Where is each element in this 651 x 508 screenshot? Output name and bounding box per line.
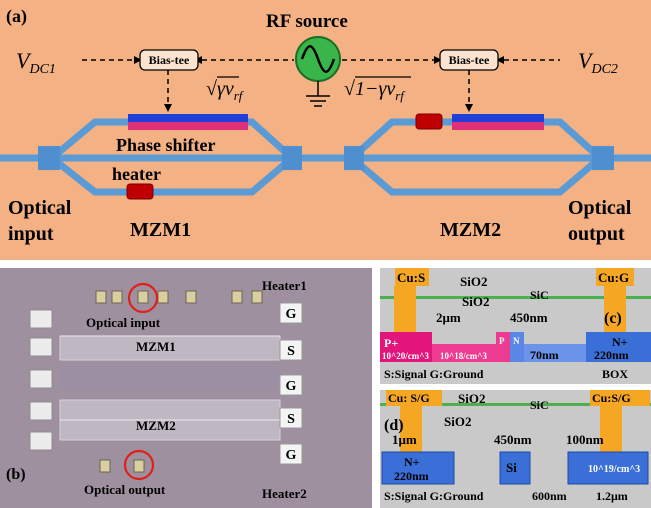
panel-d-n-plus: N+ <box>404 455 420 469</box>
panel-d-conc: 10^19/cm^3 <box>588 464 640 475</box>
panel-c-sio2-top: SiO2 <box>460 274 487 289</box>
heater-mzm2 <box>415 113 443 130</box>
coupler-input <box>38 146 60 170</box>
coupler-mzm2-in <box>344 146 364 170</box>
panel-c-cross-section: Cu:S Cu:G SiO2 SiC SiO2 2μm 450nm P+ 10^… <box>380 268 651 384</box>
mzm1-photo-label: MZM1 <box>136 339 176 354</box>
panel-c-cu-right: Cu:G <box>598 270 629 285</box>
panel-c-p-conc: 10^18/cm^3 <box>440 351 487 361</box>
bias-tee-left-label: Bias-tee <box>149 53 190 67</box>
bias-tee-left <box>139 49 199 71</box>
bias-tee-right-label: Bias-tee <box>449 53 490 67</box>
amplitude-right-label: √1−γvrf <box>344 78 406 103</box>
heater-mzm1 <box>126 183 154 200</box>
panel-c-label: (c) <box>604 310 622 327</box>
mzm2-label: MZM2 <box>440 219 501 241</box>
heater1-label: Heater1 <box>262 278 307 293</box>
panel-d-cu-left: Cu: S/G <box>388 391 430 405</box>
optical-input-label-line2: input <box>8 223 54 245</box>
optical-output-photo-label: Optical output <box>84 482 166 497</box>
bias-tee-right <box>439 49 499 71</box>
panel-a-label: (a) <box>6 6 27 27</box>
panel-d-cross-section: Cu: S/G Cu:S/G SiO2 SiC SiO2 1μm 450nm 1… <box>380 390 651 508</box>
optical-input-photo-label: Optical input <box>86 315 161 330</box>
panel-c-sic: SiC <box>530 288 549 302</box>
phase-shifter-mzm2 <box>452 114 544 130</box>
amplitude-left-label: √γvrf <box>206 78 245 103</box>
panel-c-cu-left: Cu:S <box>397 270 425 285</box>
panel-d-dim-100nm: 100nm <box>566 432 604 447</box>
panel-c-n: N <box>513 336 520 346</box>
phase-shifter-mzm1 <box>128 114 248 130</box>
heater2-label: Heater2 <box>262 486 307 501</box>
panel-d-sio2-top: SiO2 <box>458 391 485 406</box>
panel-d-label: (d) <box>384 417 404 434</box>
optical-output-label-line2: output <box>568 223 625 245</box>
panel-c-p: P <box>499 336 505 346</box>
optical-output-marker <box>123 449 155 481</box>
coupler-mzm1-out <box>282 146 302 170</box>
coupler-output <box>592 146 614 170</box>
panel-c-legend: S:Signal G:Ground <box>384 367 484 381</box>
panel-c-dim-70nm: 70nm <box>530 348 559 362</box>
panel-d-legend: S:Signal G:Ground <box>384 489 484 503</box>
pad-g1: G <box>286 307 297 322</box>
panel-c-n-plus: N+ <box>612 335 628 349</box>
vdc2-label: VDC2 <box>578 48 618 77</box>
ground-icon <box>306 95 330 107</box>
panel-d-sic: SiC <box>530 398 549 412</box>
panel-d-dim-450nm: 450nm <box>494 432 532 447</box>
panel-b-label: (b) <box>6 466 26 483</box>
panel-d-dim-220nm: 220nm <box>394 469 429 483</box>
panel-c-dim-2um: 2μm <box>436 310 461 325</box>
panel-d-cu-right: Cu:S/G <box>592 391 631 405</box>
rf-source-label: RF source <box>266 11 348 32</box>
optical-input-marker <box>127 282 159 314</box>
panel-c-sio2-mid: SiO2 <box>462 294 489 309</box>
pad-s2: S <box>287 412 295 427</box>
optical-output-label-line1: Optical <box>568 197 632 219</box>
pad-g2: G <box>286 379 297 394</box>
panel-c-dim-450nm: 450nm <box>510 310 548 325</box>
panel-c-dim-220nm: 220nm <box>594 348 629 362</box>
panel-d-dim-1um: 1μm <box>392 432 417 447</box>
pad-g3: G <box>286 448 297 463</box>
panel-d-dim-600nm: 600nm <box>532 489 567 503</box>
panel-d-si: Si <box>506 460 517 475</box>
mzm1-label: MZM1 <box>130 219 191 241</box>
heater-label: heater <box>112 164 161 184</box>
bias-lines <box>82 59 560 106</box>
panel-d-sio2-mid: SiO2 <box>444 414 471 429</box>
mzm2-photo-label: MZM2 <box>136 418 176 433</box>
panel-a: (a) RF source <box>0 0 651 260</box>
panel-d-dim-1-2um: 1.2μm <box>596 489 628 503</box>
panel-c-box: BOX <box>602 367 628 381</box>
pad-s1: S <box>287 344 295 359</box>
panel-c-p-plus-conc: 10^20/cm^3 <box>382 351 429 361</box>
phase-shifter-label: Phase shifter <box>116 135 215 155</box>
optical-input-label-line1: Optical <box>8 197 72 219</box>
panel-b-chip-micrograph: G S G S G Heater1 Heater2 Optical input … <box>0 268 372 508</box>
vdc1-label: VDC1 <box>16 48 56 77</box>
panel-c-p-plus: P+ <box>384 336 398 350</box>
